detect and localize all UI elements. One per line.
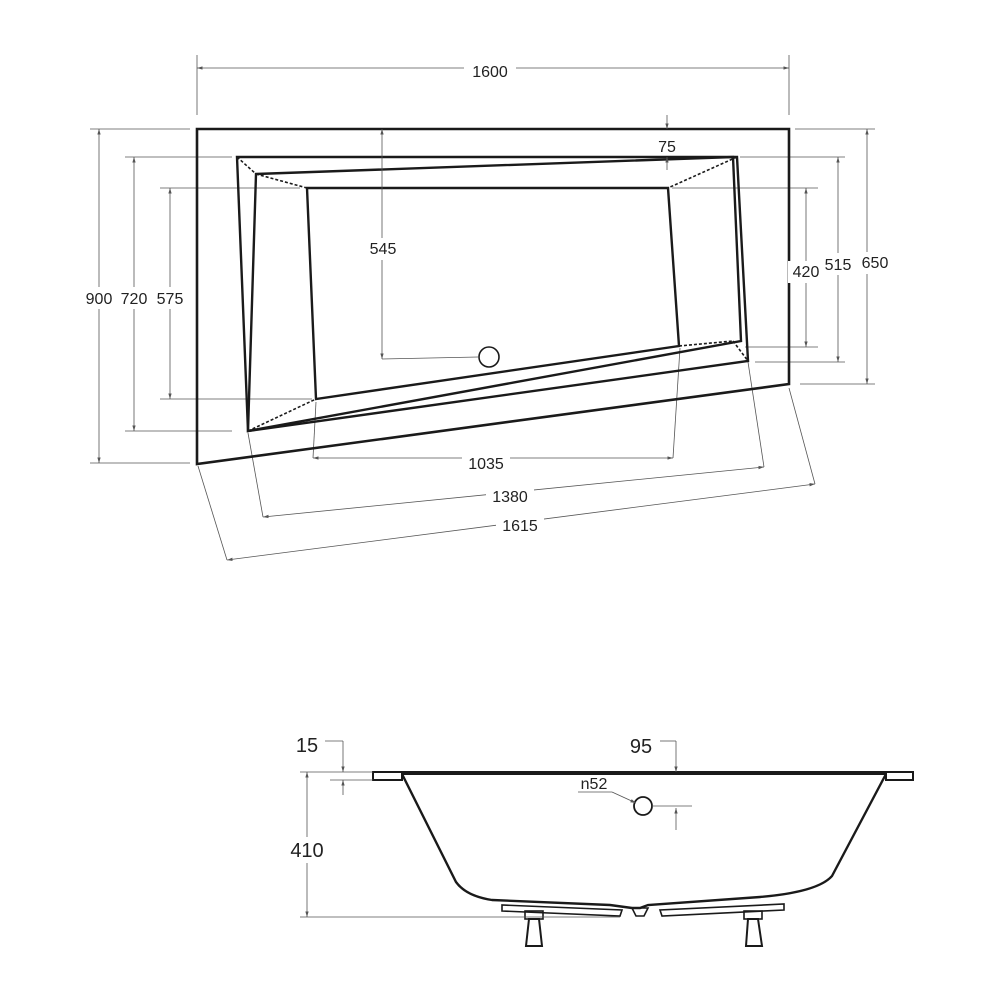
dimension-420: 420 (788, 188, 824, 347)
dim-label-410: 410 (290, 840, 323, 862)
dimension-n52: n52 (578, 776, 637, 804)
side-foot-left (524, 910, 544, 947)
side-base (501, 903, 785, 917)
tub-bowl-top (235, 155, 750, 433)
dim-label-720: 720 (121, 291, 148, 308)
plan-view: 1600 900 720 575 545 (80, 55, 893, 561)
dim-label-900: 900 (86, 291, 113, 308)
side-foot-right (743, 910, 764, 947)
dim-label-1600: 1600 (472, 64, 508, 81)
dim-label-1380: 1380 (492, 489, 528, 506)
dimension-515: 515 (820, 157, 856, 362)
side-view: 15 95 n52 410 (286, 735, 914, 947)
extension-lines (90, 55, 875, 561)
dim-label-1615: 1615 (502, 518, 538, 535)
dim-label-515: 515 (825, 257, 852, 274)
dimension-575: 575 (151, 188, 189, 399)
dimension-75: 75 (658, 115, 676, 170)
drain-hole (478, 346, 500, 368)
tub-bowl-ledge (246, 155, 743, 433)
dim-label-575: 575 (157, 291, 184, 308)
dim-label-1035: 1035 (468, 456, 504, 473)
dimension-410: 410 (286, 772, 620, 918)
side-bowl-profile (400, 773, 888, 910)
dim-label-95: 95 (630, 736, 652, 758)
dimension-15: 15 (296, 735, 373, 795)
overflow-hole (633, 796, 653, 816)
dimension-545: 545 (364, 129, 402, 359)
dim-label-420: 420 (793, 264, 820, 281)
dim-label-15: 15 (296, 735, 318, 757)
bowl-corner-dashes (236, 156, 749, 432)
side-rim (372, 771, 914, 781)
dim-label-545: 545 (370, 241, 397, 258)
tub-bowl-bottom (305, 186, 681, 401)
dim-label-650: 650 (862, 255, 889, 272)
dimension-1380: 1380 (262, 465, 765, 519)
dim-label-n52: n52 (581, 776, 608, 793)
dim-label-75: 75 (658, 139, 676, 156)
dimension-720: 720 (115, 157, 153, 431)
dimension-1035: 1035 (313, 450, 673, 473)
dimension-650: 650 (857, 129, 893, 384)
dimension-900: 900 (80, 129, 118, 463)
dimension-1600: 1600 (197, 60, 789, 81)
tub-outer-rim (195, 127, 791, 466)
dimension-1615: 1615 (226, 483, 816, 561)
dimension-95: 95 (630, 736, 692, 830)
